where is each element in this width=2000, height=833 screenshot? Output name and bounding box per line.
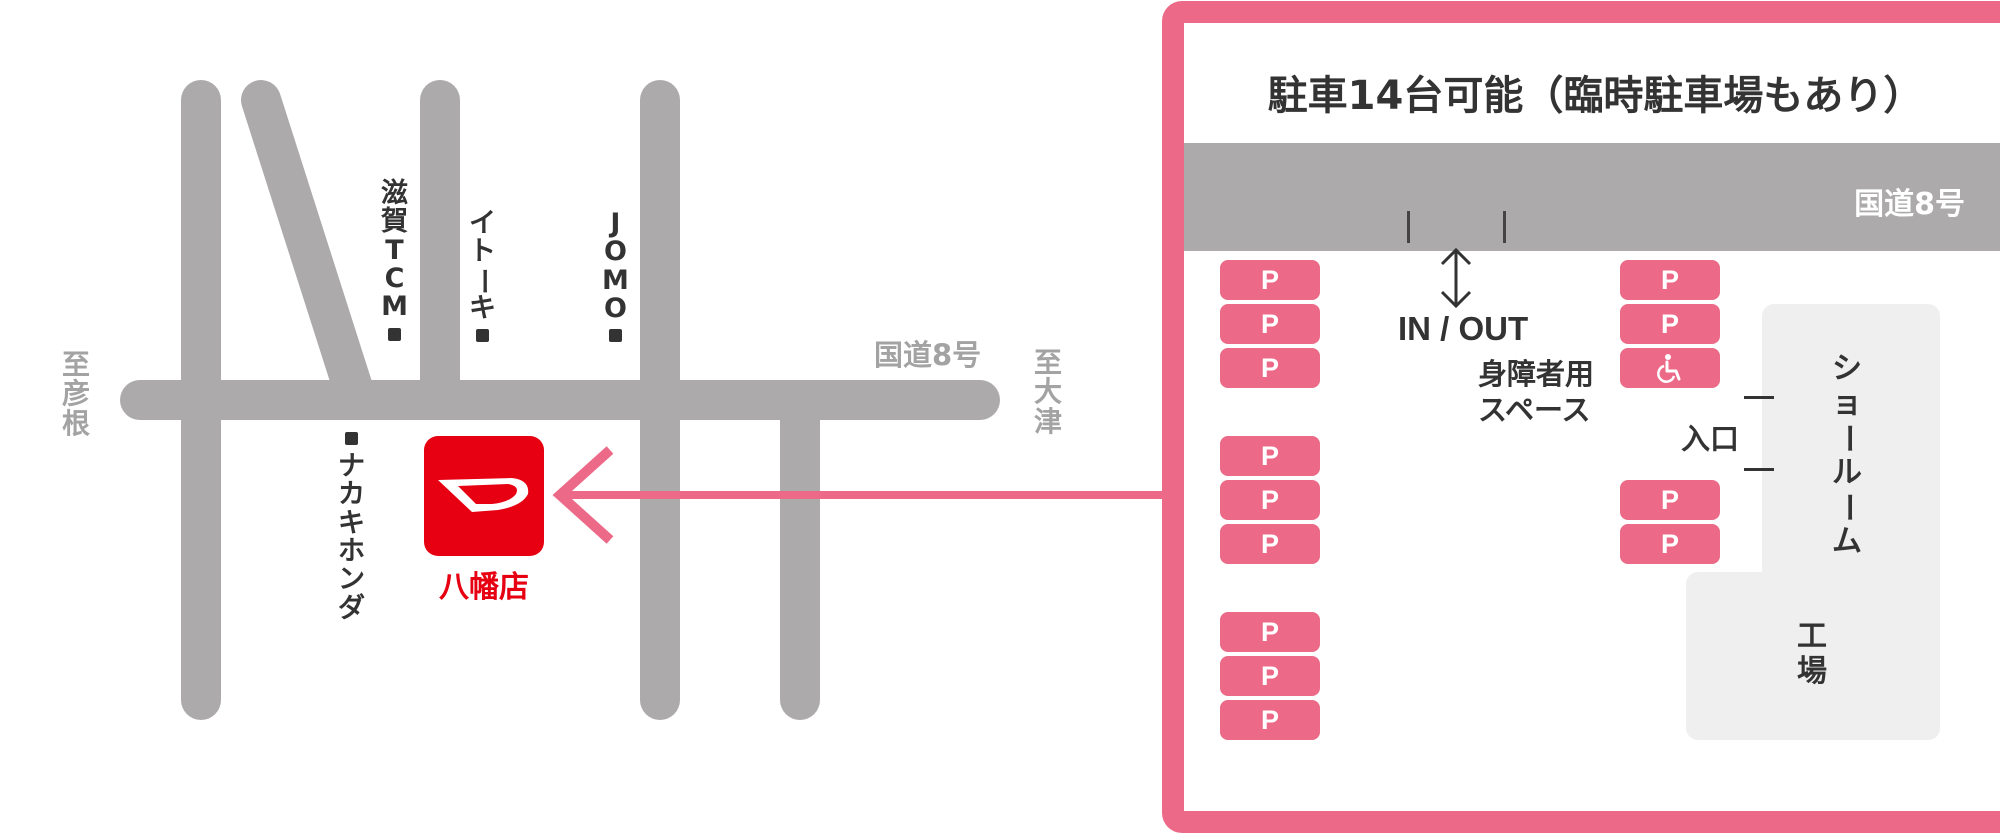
entrance-label: 入口	[1681, 422, 1740, 456]
gate-marker-left	[1407, 211, 1410, 243]
landmark-marker	[388, 327, 401, 341]
landmark-marker	[345, 432, 358, 445]
route-8-label: 国道8号	[874, 338, 982, 372]
landmark-marker	[476, 329, 489, 343]
store-pointer-arrow-icon	[552, 446, 1162, 544]
parking-spot: P	[1220, 480, 1320, 520]
wheelchair-icon	[1657, 354, 1681, 383]
panel-route-8-label: 国道8号	[1854, 187, 1965, 222]
parking-spot: P	[1220, 304, 1320, 344]
parking-spot: P	[1220, 436, 1320, 476]
entry-exit-label: IN / OUT	[1398, 310, 1529, 347]
landmark-nakaki-honda: ナカキホンダ	[338, 432, 365, 623]
accessible-space-label-line2: スペース	[1478, 393, 1591, 427]
parking-spot: P	[1220, 524, 1320, 564]
parking-spot: P	[1620, 304, 1720, 344]
direction-right-label: 至大津	[1034, 346, 1063, 438]
road-vertical-2	[420, 80, 460, 420]
showroom-label: ショールーム	[1830, 351, 1866, 559]
accessible-space-label-line1: 身障者用	[1478, 357, 1595, 391]
parking-spot: P	[1620, 524, 1720, 564]
entrance-marker-bottom	[1744, 468, 1774, 471]
landmark-itoki: イトーキ	[467, 208, 499, 343]
double-arrow-icon	[1440, 247, 1472, 309]
entrance-marker-top	[1744, 396, 1774, 399]
accessible-parking-spot	[1620, 348, 1720, 388]
landmark-nakaki-honda-label: ナカキホンダ	[338, 451, 365, 624]
road-vertical-4	[780, 380, 820, 720]
gate-marker-right	[1503, 211, 1506, 243]
landmark-itoki-label: イトーキ	[467, 208, 499, 325]
landmark-marker	[608, 329, 622, 343]
parking-spot: P	[1620, 480, 1720, 520]
parking-spot: P	[1220, 612, 1320, 652]
parking-spot: P	[1220, 348, 1320, 388]
store-name: 八幡店	[439, 570, 529, 605]
parking-spot: P	[1220, 656, 1320, 696]
workshop-building	[1686, 572, 1940, 740]
road-diagonal	[241, 80, 373, 408]
accessible-space-label: 身障者用 スペース	[1478, 356, 1594, 428]
daihatsu-logo-icon	[424, 436, 544, 556]
route-8-road	[120, 380, 1000, 420]
parking-spot: P	[1220, 700, 1320, 740]
direction-left-label: 至彦根	[62, 348, 91, 440]
panel-route-8-road: 国道8号	[1184, 143, 2000, 251]
parking-spot: P	[1220, 260, 1320, 300]
parking-spot: P	[1620, 260, 1720, 300]
parking-title: 駐車14台可能（臨時駐車場もあり）	[1267, 73, 1924, 119]
workshop-label: 工場	[1797, 619, 1827, 689]
